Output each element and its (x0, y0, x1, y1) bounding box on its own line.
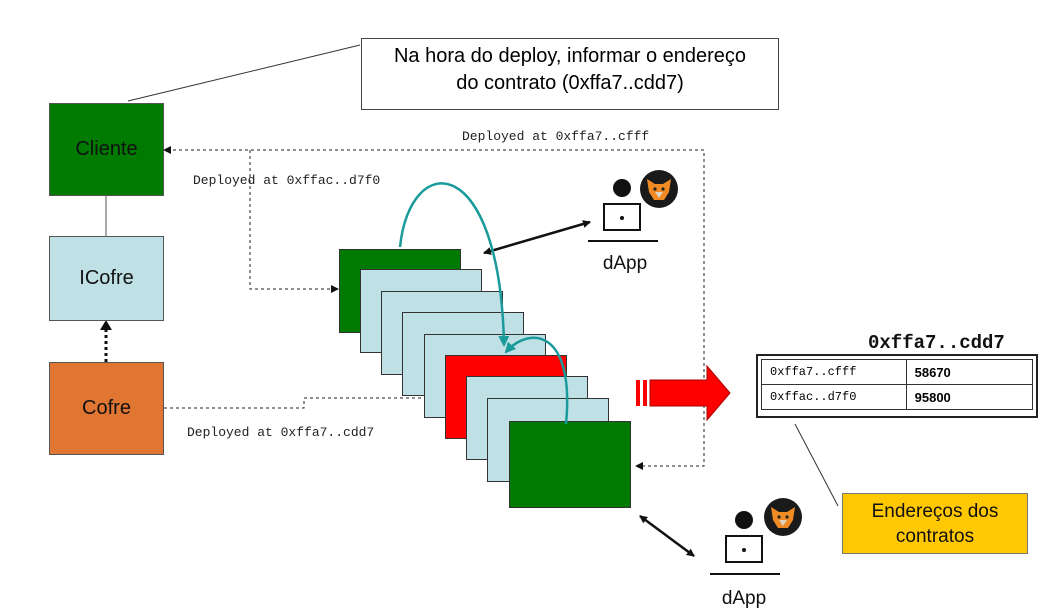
icofre-label: ICofre (79, 267, 134, 289)
deploy-path-d7f0 (249, 150, 339, 293)
dapp-bottom-link (639, 514, 695, 558)
address-table: 0xffa7..cfff 58670 0xffac..d7f0 95800 (761, 359, 1034, 410)
callout-leader-line (794, 423, 839, 507)
cliente-box[interactable]: Cliente (49, 103, 164, 196)
deploy-note: Na hora do deploy, informar o endereço d… (361, 38, 779, 110)
contract-instance-d7f0[interactable] (509, 421, 631, 508)
icofre-box[interactable]: ICofre (49, 236, 164, 321)
table-cell-address: 0xffac..d7f0 (761, 384, 907, 410)
cofre-icofre-arrowhead (100, 320, 112, 330)
dapp-label-bottom: dApp (721, 588, 767, 609)
metamask-fox-icon (640, 170, 678, 208)
deploy-label-d7f0: Deployed at 0xffac..d7f0 (193, 173, 381, 188)
red-arrow (636, 364, 731, 422)
table-row: 0xffa7..cfff 58670 (761, 359, 1034, 385)
dapp-top-link (483, 220, 591, 255)
address-table-title: 0xffa7..cdd7 (868, 332, 1005, 354)
dapp-user-bottom[interactable] (710, 496, 810, 578)
cofre-box[interactable]: Cofre (49, 362, 164, 455)
deploy-label-cfff: Deployed at 0xffa7..cfff (462, 129, 650, 144)
deploy-label-cdd7: Deployed at 0xffa7..cdd7 (187, 425, 375, 440)
table-cell-address: 0xffa7..cfff (761, 359, 907, 385)
deploy-path-cfff (163, 146, 705, 470)
dapp-label-top: dApp (602, 253, 648, 274)
callout-line2: contratos (895, 526, 975, 547)
teal-arrow-d7f0 (504, 336, 569, 425)
table-row: 0xffac..d7f0 95800 (761, 384, 1034, 410)
user-laptop-icon (588, 179, 658, 242)
callout-line1: Endereços dos (871, 501, 999, 522)
cofre-label: Cofre (82, 397, 131, 419)
dapp-user-top[interactable] (588, 170, 688, 250)
deploy-path-cdd7 (164, 394, 445, 409)
contract-addresses-callout: Endereços dos contratos (842, 493, 1028, 554)
deploy-note-line2: do contrato (0xffa7..cdd7) (456, 72, 684, 94)
note-leader-line (127, 44, 361, 102)
user-laptop-icon (710, 511, 780, 575)
table-cell-value: 58670 (905, 359, 1034, 385)
deploy-note-line1: Na hora do deploy, informar o endereço (393, 45, 747, 67)
table-cell-value: 95800 (905, 384, 1034, 410)
address-table-frame: 0xffa7..cfff 58670 0xffac..d7f0 95800 (756, 354, 1038, 418)
cliente-label: Cliente (75, 138, 138, 160)
metamask-fox-icon (764, 498, 802, 536)
teal-arrow-cfff (398, 182, 510, 347)
